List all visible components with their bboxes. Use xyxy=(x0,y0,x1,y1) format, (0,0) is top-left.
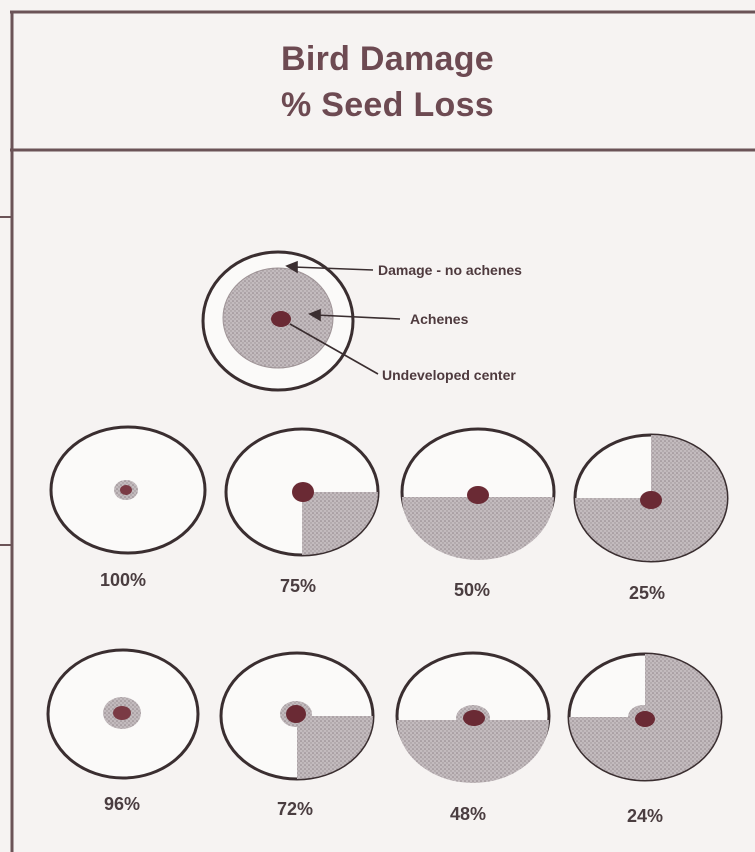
disc-48 xyxy=(397,653,549,783)
achenes-label: Achenes xyxy=(410,311,468,327)
example-discs xyxy=(48,427,727,783)
pct-label-48: 48% xyxy=(418,804,518,825)
pct-label-72: 72% xyxy=(245,799,345,820)
undeveloped-center-label: Undeveloped center xyxy=(382,367,516,383)
pct-label-25: 25% xyxy=(597,583,697,604)
pct-label-96: 96% xyxy=(72,794,172,815)
disc-72 xyxy=(221,653,373,779)
disc-100 xyxy=(51,427,205,553)
disc-50 xyxy=(402,429,554,560)
legend-undeveloped-center xyxy=(271,311,291,327)
disc-75 xyxy=(226,429,378,555)
disc-24 xyxy=(569,654,721,780)
pct-label-24: 24% xyxy=(595,806,695,827)
disc-96 xyxy=(48,650,198,778)
pct-label-100: 100% xyxy=(73,570,173,591)
pct-label-50: 50% xyxy=(422,580,522,601)
damage-label: Damage - no achenes xyxy=(378,262,522,278)
title-line-1: Bird Damage xyxy=(20,40,755,79)
disc-25 xyxy=(575,435,727,561)
pct-label-75: 75% xyxy=(248,576,348,597)
legend-diagram xyxy=(203,252,400,390)
title-line-2: % Seed Loss xyxy=(20,86,755,125)
